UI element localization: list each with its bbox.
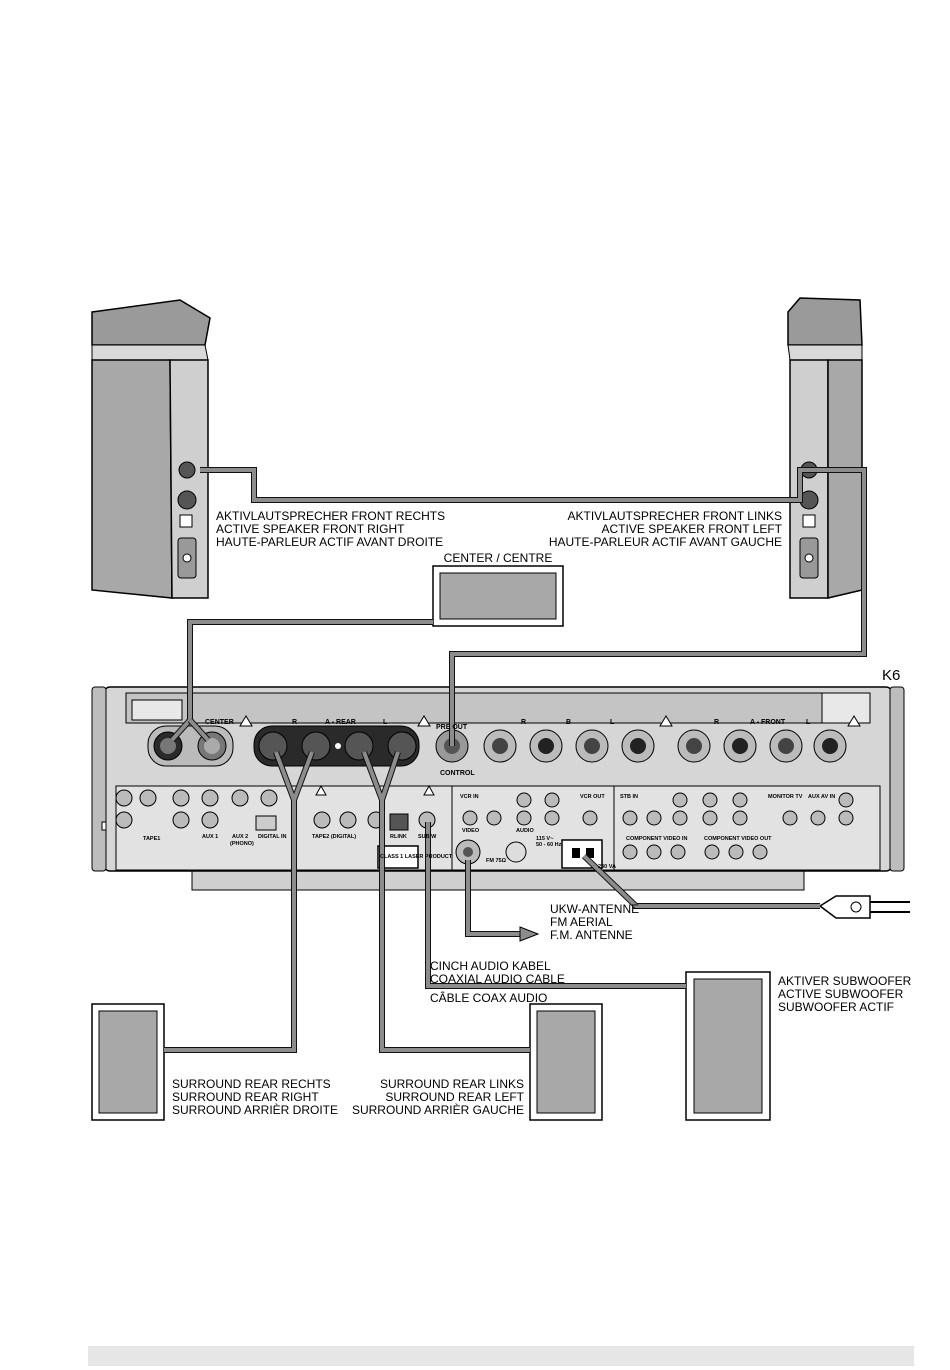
rear-left-label-en: SURROUND REAR LEFT [385,1090,524,1104]
center-label: CENTER / CENTRE [444,551,553,565]
panel-digital-in: DIGITAL IN [258,834,287,840]
panel-vcr-in: VCR IN [460,794,479,800]
rear-left-label-de: SURROUND REAR LINKS [380,1077,524,1091]
panel-aux1: AUX 1 [202,834,218,840]
panel-r-front: R [714,719,719,726]
panel-freq: 50 - 60 Hz [536,842,562,848]
panel-pre-out: PRE OUT [436,724,468,731]
footer-bar [88,1346,914,1366]
panel-b: B [566,719,571,726]
panel-front: A - FRONT [750,719,786,726]
panel-component-out: COMPONENT VIDEO OUT [704,836,772,842]
panel-power: 230 VA [598,864,616,870]
panel-class1: CLASS 1 LASER PRODUCT [380,854,453,860]
antenna-label-en: FM AERIAL [550,915,613,929]
front-left-speaker [787,297,863,599]
rear-right-label-de: SURROUND REAR RECHTS [172,1077,331,1091]
rear-right-speaker [91,1003,165,1121]
k6-amplifier [91,686,905,891]
front-right-label-en: ACTIVE SPEAKER FRONT RIGHT [216,522,405,536]
rear-right-label-fr: SURROUND ARRIÈR DROITE [172,1102,338,1117]
panel-control: CONTROL [440,770,475,777]
panel-video: VIDEO [462,828,480,834]
rear-right-label-en: SURROUND REAR RIGHT [172,1090,319,1104]
coax-label-en: COAXIAL AUDIO CABLE [430,972,565,986]
coax-label-de: CINCH AUDIO KABEL [430,959,551,973]
front-right-speaker [91,299,211,599]
panel-aux-av-in: AUX AV IN [808,794,835,800]
front-left-label-en: ACTIVE SPEAKER FRONT LEFT [602,522,783,536]
front-right-label-de: AKTIVLAUTSPRECHER FRONT RECHTS [216,509,445,523]
mains-plug [818,895,910,919]
subwoofer-label-de: AKTIVER SUBWOOFER [778,974,912,988]
panel-aux2: AUX 2 [232,834,248,840]
panel-tape2: TAPE2 (DIGITAL) [312,834,356,840]
panel-vcr-out: VCR OUT [580,794,605,800]
panel-tape1: TAPE1 [143,836,160,842]
front-left-label-de: AKTIVLAUTSPRECHER FRONT LINKS [568,509,783,523]
panel-r-b: R [521,719,526,726]
panel-stb-in: STB IN [620,794,638,800]
panel-sub: SUB W [418,834,437,840]
front-left-label-fr: HAUTE-PARLEUR ACTIF AVANT GAUCHE [549,535,782,549]
panel-rear: A - REAR [325,719,356,726]
cables [164,467,867,1053]
panel-l-rear: L [383,719,388,726]
coax-label-fr: CÂBLE COAX AUDIO [430,990,547,1005]
panel-component-in: COMPONENT VIDEO IN [626,836,687,842]
antenna-label-de: UKW-ANTENNE [550,902,639,916]
panel-monitor-tv: MONITOR TV [768,794,803,800]
panel-voltage: 115 V~ [536,836,553,842]
panel-rlink: RLINK [390,834,407,840]
antenna-label-fr: F.M. ANTENNE [550,928,633,942]
rear-left-label-fr: SURROUND ARRIÈR GAUCHE [352,1102,524,1117]
model-label: K6 [882,667,900,684]
panel-l-front: L [806,719,811,726]
panel-r-rear: R [292,719,297,726]
panel-phono: (PHONO) [230,841,254,847]
rear-left-speaker [529,1003,603,1121]
front-right-label-fr: HAUTE-PARLEUR ACTIF AVANT DROITE [216,535,443,549]
panel-audio: AUDIO [516,828,534,834]
panel-l-b: L [610,719,615,726]
panel-center: CENTER [205,719,234,726]
subwoofer-label-en: ACTIVE SUBWOOFER [778,987,904,1001]
subwoofer-speaker [685,971,771,1121]
panel-fm: FM 75Ω [486,858,507,864]
center-speaker [432,565,564,627]
subwoofer-label-fr: SUBWOOFER ACTIF [778,1000,894,1014]
